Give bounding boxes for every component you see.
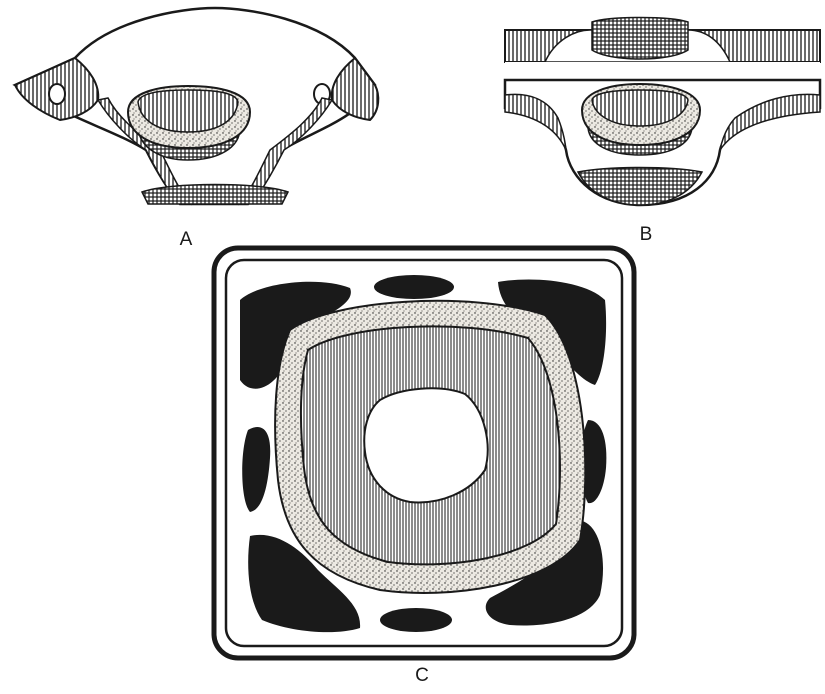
panel-a-bottom-cap	[142, 185, 288, 205]
panel-a-left-foramen	[49, 84, 65, 104]
panel-c-diagram	[214, 248, 634, 658]
panel-b-top-cap	[592, 18, 688, 60]
panel-label-b: B	[631, 224, 661, 246]
panel-b-bottom-cap	[578, 168, 702, 206]
panel-c-top-blob	[374, 275, 454, 299]
panel-c-central-lumen	[364, 388, 487, 502]
panel-c-bottom-blob	[380, 608, 452, 632]
panel-label-c: C	[407, 665, 437, 687]
panel-label-a: A	[171, 229, 201, 251]
panel-b-diagram	[505, 18, 820, 206]
panel-b-middle-band	[505, 62, 820, 80]
panel-a-diagram	[15, 8, 378, 204]
